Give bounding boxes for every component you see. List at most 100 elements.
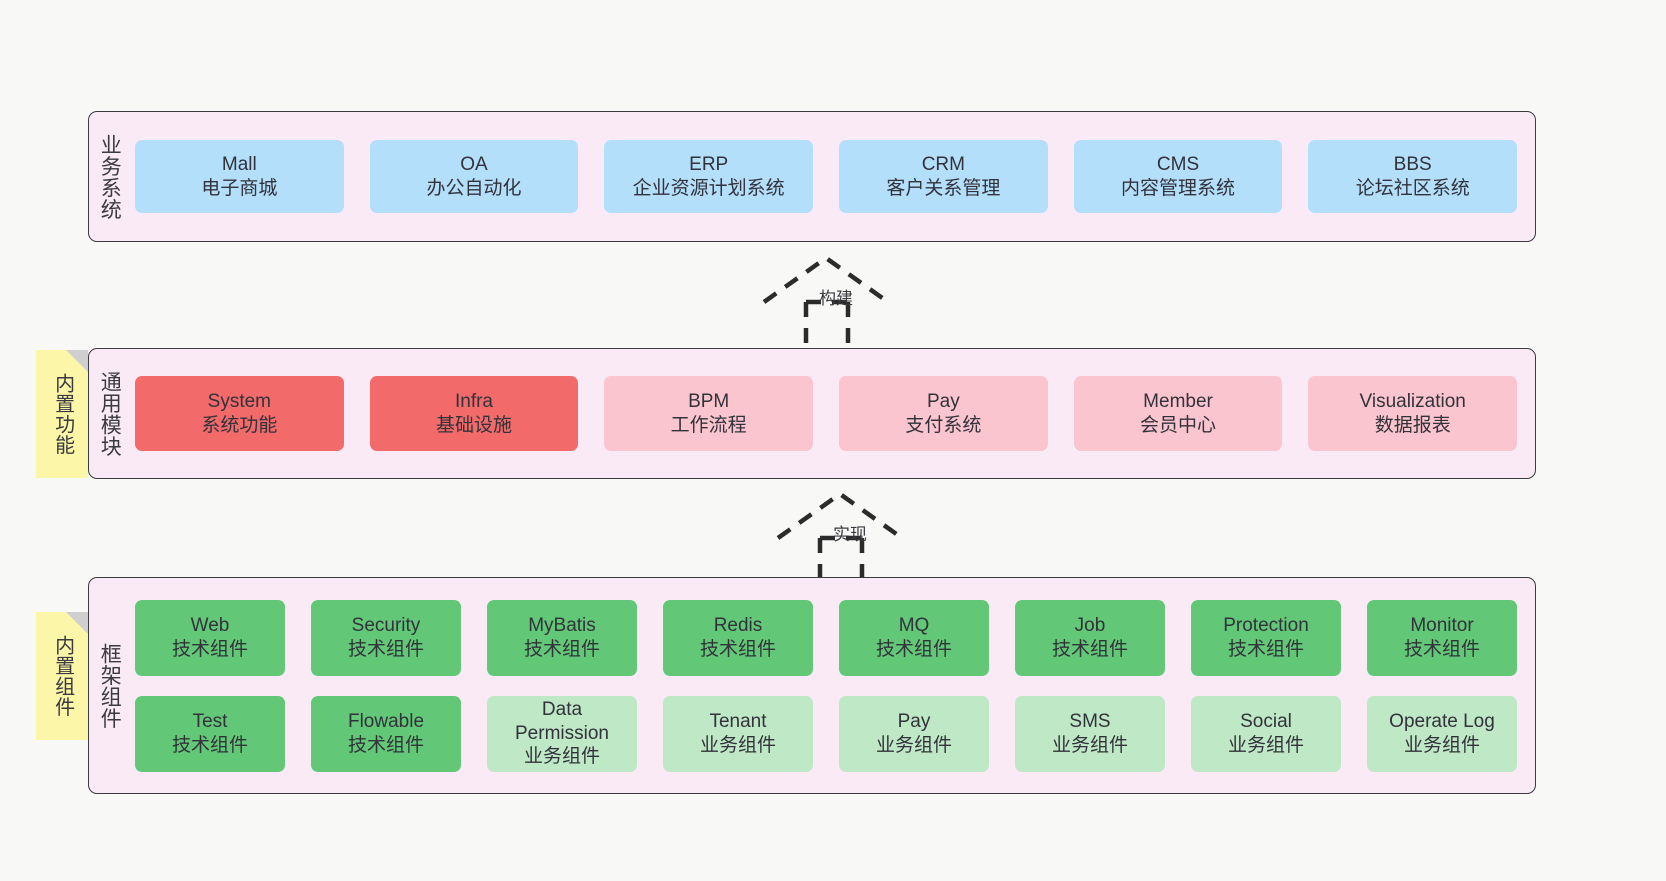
- card-subtitle: 业务组件: [1051, 734, 1128, 756]
- card-row: System 系统功能 Infra 基础设施 BPM 工作流程 Pay 支付系统…: [135, 376, 1518, 451]
- connector-build: 构建: [744, 250, 944, 346]
- layer-framework-components: 框架组件 Web 技术组件 Security 技术组件 MyBatis 技术组件…: [88, 577, 1536, 794]
- card-protection[interactable]: Protection 技术组件: [1191, 599, 1341, 676]
- card-system[interactable]: System 系统功能: [135, 376, 344, 451]
- card-title: Test: [192, 710, 228, 732]
- card-monitor[interactable]: Monitor 技术组件: [1367, 599, 1517, 676]
- card-mq[interactable]: MQ 技术组件: [839, 599, 989, 676]
- card-title: ERP: [689, 153, 729, 175]
- card-subtitle: 技术组件: [699, 638, 776, 660]
- card-row: Test 技术组件 Flowable 技术组件 Data Permission …: [135, 695, 1517, 772]
- card-test[interactable]: Test 技术组件: [135, 695, 285, 772]
- layer-business-systems: 业务系统 Mall 电子商城 OA 办公自动化 ERP 企业资源计划系统 CRM…: [88, 111, 1536, 242]
- card-bpm[interactable]: BPM 工作流程: [604, 376, 814, 451]
- card-job[interactable]: Job 技术组件: [1015, 599, 1165, 676]
- card-subtitle: 业务组件: [1227, 734, 1304, 756]
- connector-label-build: 构建: [819, 289, 853, 308]
- card-subtitle: 业务组件: [1403, 734, 1480, 756]
- card-title: Pay: [926, 390, 960, 412]
- card-erp[interactable]: ERP 企业资源计划系统: [604, 140, 814, 213]
- card-title: Member: [1143, 390, 1213, 412]
- card-subtitle: 客户关系管理: [886, 177, 1001, 199]
- card-title: Pay: [897, 710, 931, 732]
- card-data-permission[interactable]: Data Permission 业务组件: [487, 695, 637, 772]
- connector-implement: 实现: [758, 486, 958, 582]
- card-bbs[interactable]: BBS 论坛社区系统: [1308, 140, 1518, 213]
- layer-body-business-systems: Mall 电子商城 OA 办公自动化 ERP 企业资源计划系统 CRM 客户关系…: [129, 112, 1535, 241]
- card-subtitle: 办公自动化: [426, 177, 522, 199]
- card-subtitle: 论坛社区系统: [1355, 177, 1470, 199]
- card-title: System: [207, 390, 272, 412]
- card-title: MyBatis: [528, 614, 596, 636]
- card-subtitle: 内容管理系统: [1121, 177, 1236, 199]
- card-title: Monitor: [1410, 614, 1474, 636]
- card-pay-module[interactable]: Pay 支付系统: [839, 376, 1048, 451]
- card-flowable[interactable]: Flowable 技术组件: [311, 695, 461, 772]
- card-crm[interactable]: CRM 客户关系管理: [839, 140, 1048, 213]
- card-subtitle: 业务组件: [699, 734, 776, 756]
- card-subtitle: 技术组件: [171, 734, 248, 756]
- card-subtitle: 系统功能: [201, 414, 278, 436]
- card-title: Social: [1240, 710, 1292, 732]
- card-infra[interactable]: Infra 基础设施: [369, 376, 579, 451]
- card-subtitle: 支付系统: [905, 414, 982, 436]
- dashed-hollow-arrow-icon: [762, 255, 890, 346]
- card-row: Web 技术组件 Security 技术组件 MyBatis 技术组件 Redi…: [135, 599, 1517, 676]
- layer-title-framework-components: 框架组件: [98, 642, 122, 729]
- card-title: Data Permission: [515, 698, 609, 744]
- layer-common-modules: 通用模块 System 系统功能 Infra 基础设施 BPM 工作流程 Pay…: [88, 348, 1536, 479]
- card-subtitle: 会员中心: [1140, 414, 1217, 436]
- card-mybatis[interactable]: MyBatis 技术组件: [487, 599, 637, 676]
- card-subtitle: 技术组件: [1227, 638, 1304, 660]
- card-title: OA: [460, 153, 488, 175]
- card-subtitle: 工作流程: [670, 414, 747, 436]
- layer-body-common-modules: System 系统功能 Infra 基础设施 BPM 工作流程 Pay 支付系统…: [129, 349, 1535, 478]
- card-title: Infra: [454, 390, 494, 412]
- card-sms[interactable]: SMS 业务组件: [1015, 695, 1165, 772]
- layer-body-framework-components: Web 技术组件 Security 技术组件 MyBatis 技术组件 Redi…: [129, 578, 1535, 793]
- card-title: MQ: [898, 614, 930, 636]
- card-subtitle: 业务组件: [875, 734, 952, 756]
- sticky-note-builtin-components: 内置组件: [36, 612, 88, 740]
- card-subtitle: 技术组件: [347, 734, 424, 756]
- card-subtitle: 技术组件: [1403, 638, 1480, 660]
- card-pay-component[interactable]: Pay 业务组件: [839, 695, 989, 772]
- sticky-note-builtin-features: 内置功能: [36, 350, 88, 478]
- card-title: Tenant: [709, 710, 767, 732]
- card-web[interactable]: Web 技术组件: [135, 599, 285, 676]
- card-subtitle: 技术组件: [875, 638, 952, 660]
- layer-title-common-modules: 通用模块: [98, 370, 122, 457]
- card-member[interactable]: Member 会员中心: [1073, 376, 1283, 451]
- card-title: Security: [351, 614, 421, 636]
- card-subtitle: 电子商城: [201, 177, 278, 199]
- card-subtitle: 技术组件: [171, 638, 248, 660]
- card-title: Operate Log: [1389, 710, 1495, 732]
- card-subtitle: 技术组件: [347, 638, 424, 660]
- card-social[interactable]: Social 业务组件: [1191, 695, 1341, 772]
- card-subtitle: 技术组件: [523, 638, 600, 660]
- card-oa[interactable]: OA 办公自动化: [369, 140, 579, 213]
- card-title: CRM: [921, 153, 965, 175]
- card-title: BBS: [1393, 153, 1432, 175]
- card-subtitle: 基础设施: [436, 414, 513, 436]
- card-redis[interactable]: Redis 技术组件: [663, 599, 813, 676]
- card-title: BPM: [688, 390, 730, 412]
- card-title: Flowable: [347, 710, 425, 732]
- connector-label-implement: 实现: [833, 525, 867, 544]
- card-subtitle: 业务组件: [523, 746, 600, 768]
- card-mall[interactable]: Mall 电子商城: [135, 140, 344, 213]
- card-security[interactable]: Security 技术组件: [311, 599, 461, 676]
- card-tenant[interactable]: Tenant 业务组件: [663, 695, 813, 772]
- card-cms[interactable]: CMS 内容管理系统: [1073, 140, 1283, 213]
- card-visualization[interactable]: Visualization 数据报表: [1308, 376, 1518, 451]
- card-title: Mall: [221, 153, 257, 175]
- card-title: Job: [1074, 614, 1106, 636]
- card-operate-log[interactable]: Operate Log 业务组件: [1367, 695, 1517, 772]
- dashed-hollow-arrow-icon: [776, 491, 904, 582]
- card-subtitle: 技术组件: [1051, 638, 1128, 660]
- layer-title-business-systems: 业务系统: [98, 133, 122, 220]
- card-title: SMS: [1069, 710, 1111, 732]
- card-row: Mall 电子商城 OA 办公自动化 ERP 企业资源计划系统 CRM 客户关系…: [135, 140, 1518, 213]
- card-subtitle: 数据报表: [1374, 414, 1451, 436]
